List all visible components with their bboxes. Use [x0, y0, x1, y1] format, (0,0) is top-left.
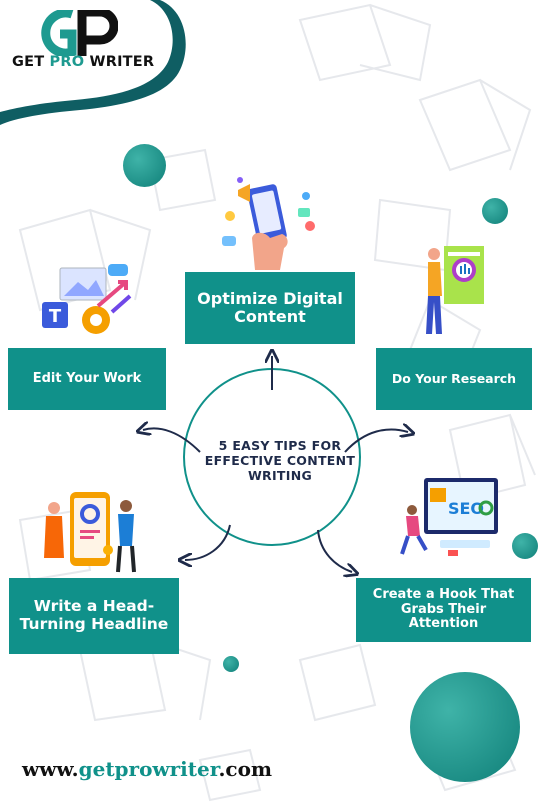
logo-suffix: WRITER	[84, 54, 155, 70]
tip-research-label: Do Your Research	[391, 370, 517, 386]
decorative-dot	[512, 533, 538, 559]
tip-edit-label: Edit Your Work	[32, 370, 142, 386]
arrow-left	[143, 428, 201, 453]
logo-gp-mark	[41, 10, 118, 56]
svg-text:T: T	[49, 306, 62, 327]
arrow-right	[344, 429, 408, 453]
phone-marketing-illustration	[222, 177, 315, 270]
tip-write-headline: Write a Head-Turning Headline	[9, 578, 179, 654]
logo-prefix: GET	[12, 54, 50, 70]
website-brand: getprowriter	[78, 757, 219, 781]
tip-do-your-research: Do Your Research	[376, 348, 532, 410]
tip-edit-your-work: Edit Your Work	[8, 348, 166, 410]
tip-create-hook: Create a Hook That Grabs Their Attention	[356, 578, 531, 642]
website-url[interactable]: www.getprowriter.com	[22, 757, 272, 781]
logo-wordmark: GET PRO WRITER	[12, 54, 154, 70]
website-suffix: .com	[218, 757, 273, 781]
tip-hook-label: Create a Hook That Grabs Their Attention	[372, 586, 515, 632]
edit-tools-illustration: T	[42, 264, 132, 334]
decorative-dot	[223, 656, 239, 672]
seo-screen-illustration: SEO	[400, 478, 498, 556]
center-title: 5 EASY TIPS FOR EFFECTIVE CONTENT WRITIN…	[204, 438, 356, 483]
decorative-dot	[123, 144, 166, 187]
tip-headline-label: Write a Head-Turning Headline	[19, 597, 169, 633]
seo-label: SEO	[448, 499, 484, 518]
research-person-illustration	[426, 246, 484, 334]
decorative-dot	[410, 672, 520, 782]
tip-optimize-label: Optimize Digital Content	[197, 288, 343, 326]
arrow-bottom-right	[317, 529, 352, 572]
decorative-dot	[482, 198, 508, 224]
headline-team-illustration	[44, 492, 136, 573]
arrow-bottom-left	[185, 524, 231, 560]
tip-optimize-digital-content: Optimize Digital Content	[185, 272, 355, 344]
website-prefix: www.	[22, 757, 79, 781]
logo-highlight: PRO	[49, 54, 85, 70]
